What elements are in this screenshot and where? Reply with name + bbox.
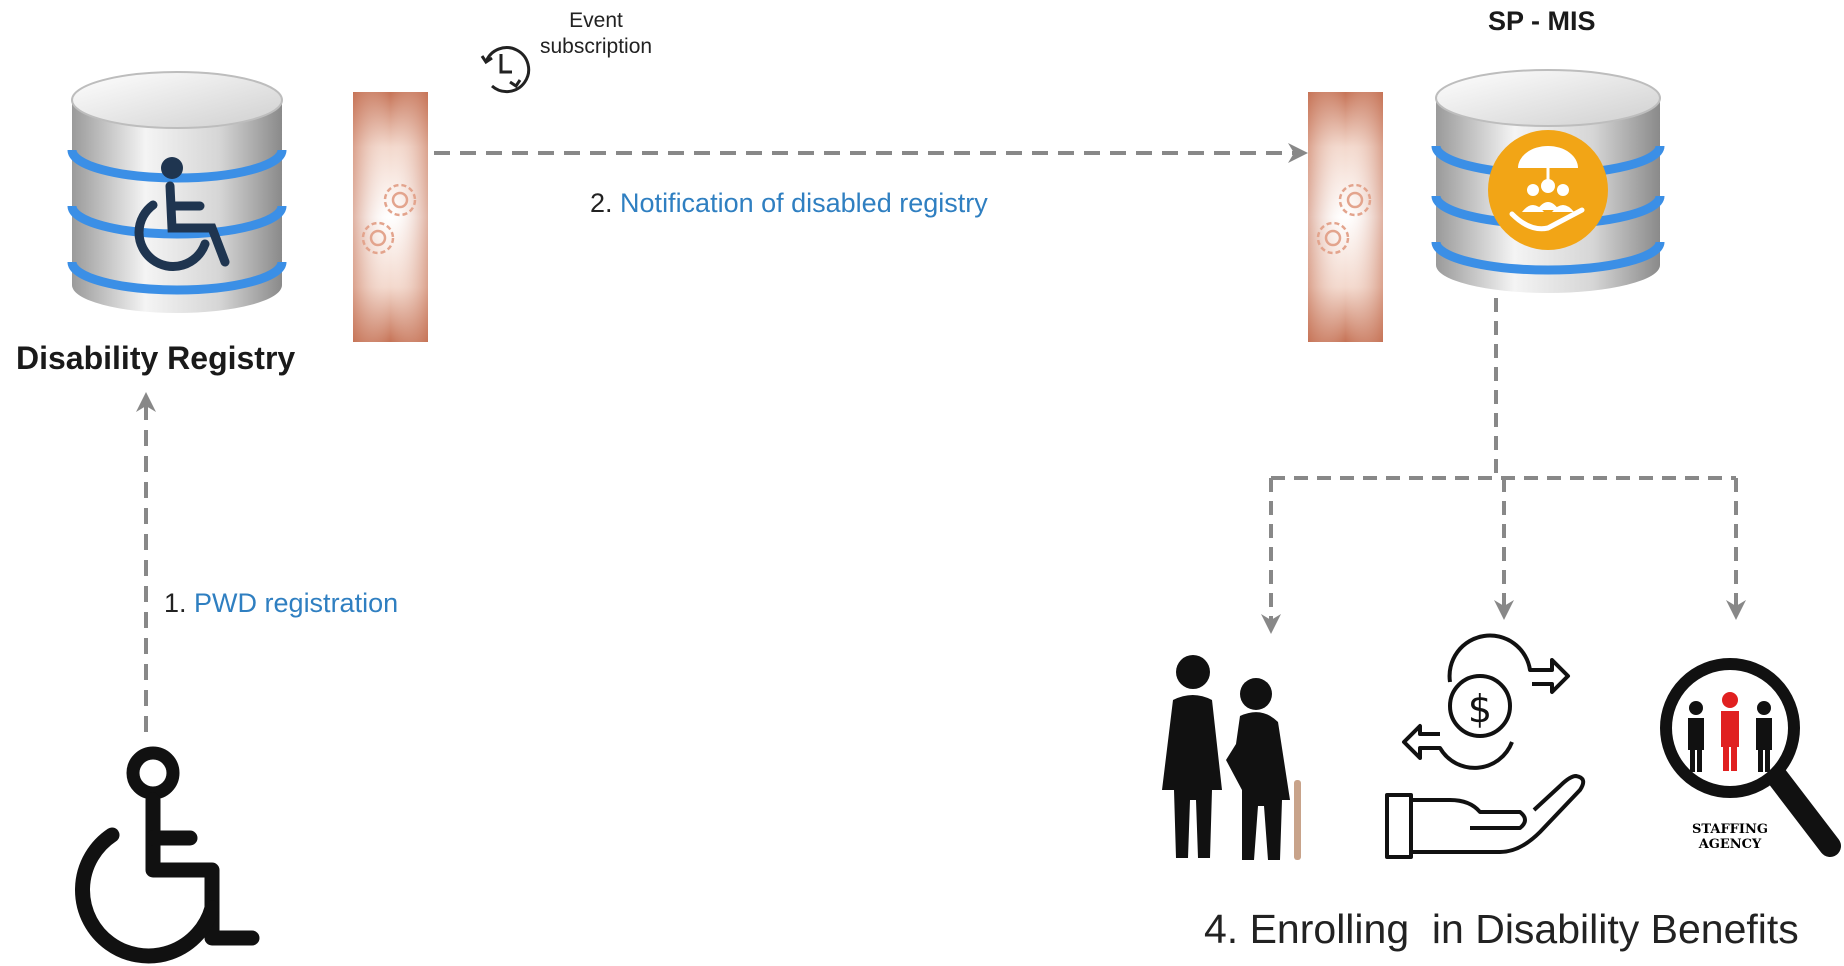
sp-mis-database-icon xyxy=(1431,69,1665,293)
staffing-agency-line2: AGENCY xyxy=(1698,837,1762,852)
elderly-care-icon xyxy=(1162,655,1301,860)
step2-label: 2. Notification of disabled registry xyxy=(590,188,988,219)
registry-api-gateway-icon xyxy=(353,92,428,342)
clock-icon xyxy=(480,46,531,94)
svg-text:$: $ xyxy=(1468,687,1492,731)
sp-mis-api-gateway-icon xyxy=(1308,92,1383,342)
social-protection-icon xyxy=(1488,130,1608,250)
staffing-agency-line1: STAFFING xyxy=(1692,822,1768,837)
step1-text: PWD registration xyxy=(194,588,399,618)
step2-number: 2. xyxy=(590,188,613,218)
enrolling-benefits-label: 4. Enrolling in Disability Benefits xyxy=(1204,906,1799,952)
step1-label: 1. PWD registration xyxy=(164,588,398,619)
gear-icon xyxy=(361,183,417,255)
cash-transfer-icon: $ xyxy=(1385,633,1586,859)
disability-registry-label: Disability Registry xyxy=(16,340,296,376)
arrow-benefits-branch xyxy=(1261,298,1746,634)
event-subscription-line2: subscription xyxy=(540,35,653,58)
person-with-disability-icon xyxy=(75,746,260,964)
step1-number: 1. xyxy=(164,588,187,618)
sp-mis-label: SP - MIS xyxy=(1488,6,1596,36)
event-subscription-label: Event subscription xyxy=(540,8,652,60)
event-subscription-line1: Event xyxy=(569,9,623,32)
step2-text: Notification of disabled registry xyxy=(620,188,988,218)
gear-icon xyxy=(1316,183,1372,255)
disability-registry-database-icon xyxy=(67,71,287,313)
staffing-agency-text: STAFFING AGENCY xyxy=(1690,822,1770,852)
staffing-agency-icon xyxy=(1660,658,1841,857)
wheelchair-icon xyxy=(134,157,230,271)
